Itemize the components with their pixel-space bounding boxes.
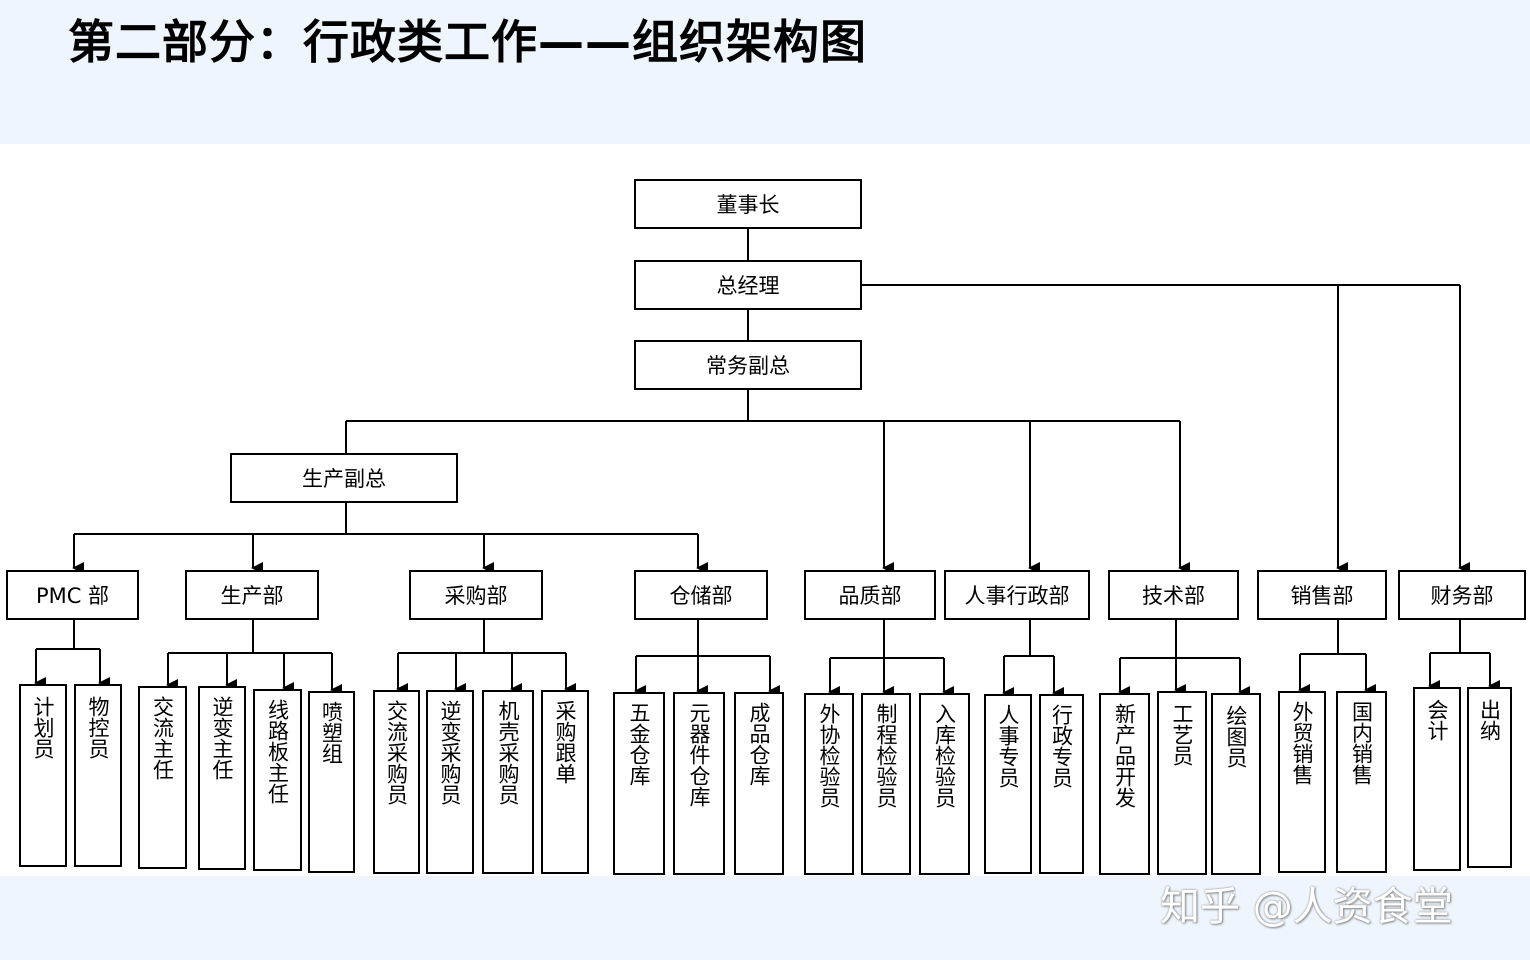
connector-lines (34, 228, 1500, 699)
role-accountant: 会计 (1413, 687, 1461, 871)
dept-label: 人事行政部 (964, 584, 1070, 608)
role-label: 制程检验员 (874, 703, 898, 808)
role-ac-buyer: 交流采购员 (373, 690, 420, 874)
role-ac-supervisor: 交流主任 (138, 686, 187, 869)
node-production-vp: 生产副总 (230, 453, 458, 503)
role-domestic-sales: 国内销售 (1336, 691, 1387, 873)
role-label: 机壳采购员 (496, 700, 520, 805)
role-outsourcing-inspector: 外协检验员 (804, 693, 854, 875)
role-label: 物控员 (86, 696, 110, 759)
role-label: 工艺员 (1170, 703, 1194, 766)
role-label: 逆变主任 (210, 696, 234, 780)
role-label: 交流采购员 (384, 700, 409, 805)
role-draftsman: 绘图员 (1211, 693, 1261, 875)
role-pcb-supervisor: 线路板主任 (253, 689, 302, 871)
role-label: 出纳 (1477, 699, 1502, 741)
role-process-inspector: 制程检验员 (861, 693, 911, 875)
dept-pmc: PMC 部 (6, 570, 139, 620)
role-enclosure-buyer: 机壳采购员 (482, 690, 534, 874)
role-hardware-warehouse: 五金仓库 (613, 692, 665, 875)
role-label: 入库检验员 (932, 703, 957, 808)
node-label: 常务副总 (706, 354, 790, 378)
role-label: 成品仓库 (747, 702, 771, 786)
role-cashier: 出纳 (1467, 687, 1512, 868)
role-label: 新产品开发 (1112, 703, 1137, 808)
node-label: 生产副总 (302, 467, 386, 491)
role-label: 逆变采购员 (438, 700, 462, 805)
role-hr-specialist: 人事专员 (984, 694, 1032, 874)
node-label: 总经理 (716, 274, 780, 298)
role-label: 人事专员 (996, 704, 1020, 788)
role-label: 行政专员 (1049, 704, 1074, 788)
role-label: 绘图员 (1224, 705, 1248, 768)
node-executive-vp: 常务副总 (634, 340, 862, 390)
dept-label: 销售部 (1290, 584, 1354, 608)
role-label: 外贸销售 (1290, 701, 1314, 785)
role-incoming-inspector: 入库检验员 (919, 693, 970, 875)
role-inverter-buyer: 逆变采购员 (426, 690, 474, 874)
dept-quality: 品质部 (804, 570, 936, 620)
role-new-product-development: 新产品开发 (1099, 693, 1150, 875)
role-spray-team: 喷塑组 (308, 691, 355, 873)
node-chairman: 董事长 (634, 179, 862, 229)
role-label: 计划员 (31, 696, 55, 759)
role-label: 线路板主任 (265, 699, 290, 804)
role-process-engineer: 工艺员 (1157, 691, 1207, 875)
dept-label: 仓储部 (669, 584, 733, 608)
dept-production: 生产部 (185, 570, 319, 620)
role-export-sales: 外贸销售 (1278, 691, 1326, 873)
dept-purchasing: 采购部 (409, 570, 543, 620)
role-label: 交流主任 (150, 696, 175, 780)
role-label: 元器件仓库 (687, 702, 711, 807)
role-label: 五金仓库 (627, 702, 651, 786)
dept-label: PMC 部 (35, 584, 110, 608)
page-title: 第二部分：行政类工作——组织架构图 (68, 15, 867, 69)
node-general-manager: 总经理 (634, 260, 862, 310)
watermark: 知乎 @人资食堂 (1160, 884, 1453, 930)
dept-label: 财务部 (1430, 584, 1494, 608)
org-chart: 董事长 总经理 常务副总 生产副总 PMC 部 生产部 采购部 仓储部 品质部 … (0, 144, 1530, 876)
dept-warehouse: 仓储部 (634, 570, 768, 620)
role-label: 采购跟单 (553, 700, 577, 784)
role-label: 喷塑组 (319, 701, 344, 764)
dept-hr-admin: 人事行政部 (944, 570, 1090, 620)
role-components-warehouse: 元器件仓库 (673, 692, 725, 875)
node-label: 董事长 (716, 193, 780, 217)
dept-tech: 技术部 (1108, 570, 1239, 620)
role-admin-specialist: 行政专员 (1039, 694, 1084, 874)
dept-label: 品质部 (838, 584, 902, 608)
role-label: 会计 (1425, 699, 1449, 741)
role-planner: 计划员 (19, 684, 67, 867)
dept-label: 生产部 (220, 584, 284, 608)
role-label: 外协检验员 (817, 703, 841, 808)
dept-label: 技术部 (1142, 584, 1205, 608)
dept-sales: 销售部 (1257, 570, 1387, 620)
role-label: 国内销售 (1349, 701, 1374, 785)
role-material-control: 物控员 (74, 684, 122, 867)
dept-label: 采购部 (444, 584, 508, 608)
role-purchase-follow-up: 采购跟单 (541, 690, 589, 874)
role-inverter-supervisor: 逆变主任 (198, 686, 246, 870)
dept-finance: 财务部 (1398, 570, 1526, 620)
role-finished-goods-warehouse: 成品仓库 (734, 692, 784, 875)
